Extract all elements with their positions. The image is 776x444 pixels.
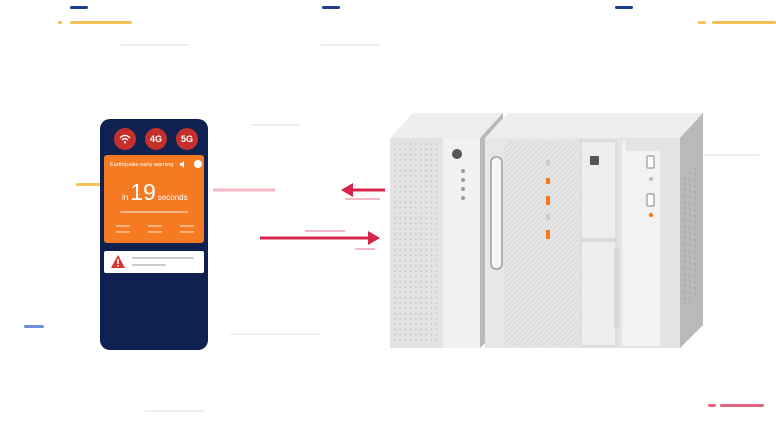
decorative-faint-line	[250, 124, 300, 126]
countdown-number: 19	[130, 179, 156, 205]
decorative-dash	[70, 6, 88, 9]
signal-arrows	[205, 175, 395, 255]
decorative-dash	[322, 6, 340, 9]
alert-text-line	[180, 225, 194, 227]
alert-text-line	[120, 211, 188, 213]
wifi-icon	[114, 128, 136, 150]
alert-text-line	[148, 231, 162, 233]
decorative-dash	[712, 21, 776, 24]
countdown-prefix: in	[122, 193, 128, 202]
decorative-dash	[76, 183, 102, 186]
decorative-dash	[708, 404, 716, 407]
arrow-to-servers	[260, 231, 380, 249]
orange-indicator	[649, 213, 653, 217]
warning-text-line	[132, 257, 194, 259]
warning-triangle-icon	[110, 254, 126, 269]
decorative-dash	[24, 325, 44, 328]
speaker-icon	[180, 161, 186, 168]
5g-badge: 5G	[176, 128, 198, 150]
server-towers	[385, 108, 710, 353]
decorative-dash	[58, 21, 62, 24]
decorative-faint-line	[320, 44, 380, 46]
alert-close-icon[interactable]	[194, 160, 202, 168]
decorative-faint-line	[145, 410, 205, 412]
countdown-unit: seconds	[158, 193, 188, 202]
4g-badge: 4G	[145, 128, 167, 150]
alert-text-line	[148, 225, 162, 227]
decorative-dash	[70, 21, 132, 24]
warning-notification[interactable]	[104, 251, 204, 273]
network-badges: 4G 5G	[114, 128, 198, 150]
power-button[interactable]	[590, 156, 599, 165]
alert-text-line	[180, 231, 194, 233]
alert-title: Earthquake early warning	[110, 162, 173, 168]
decorative-dash	[698, 21, 706, 24]
alert-text-line	[116, 231, 130, 233]
computer-tower	[578, 113, 703, 348]
arrow-to-phone	[213, 183, 385, 199]
warning-text-line	[132, 264, 166, 266]
orange-indicator	[546, 196, 550, 205]
decorative-dash	[615, 6, 633, 9]
decorative-faint-line	[120, 44, 190, 46]
decorative-faint-line	[230, 333, 320, 335]
decorative-dash	[720, 404, 764, 407]
alert-text-line	[116, 225, 130, 227]
orange-indicator	[546, 230, 550, 239]
power-button[interactable]	[452, 149, 462, 159]
